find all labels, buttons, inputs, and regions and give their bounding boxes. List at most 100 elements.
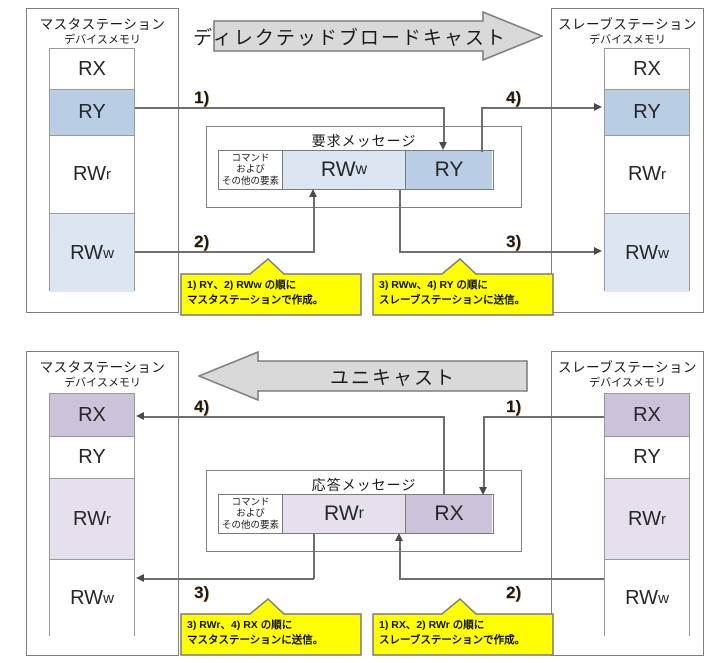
connector-1-vertical <box>443 107 445 143</box>
segment-rx: RX <box>406 495 492 533</box>
segment-line: および <box>236 164 265 176</box>
step-number-1-bottom: 1) <box>506 397 522 416</box>
connector-2-vertical <box>313 196 315 252</box>
block-arrow-left-icon <box>196 350 528 402</box>
memcell-label: RW <box>628 163 661 185</box>
memcell-label: RW <box>70 587 104 609</box>
memcell-label: RY <box>633 101 661 123</box>
memcell-ry: RY <box>605 90 689 136</box>
connector-3-vertical-bottom <box>313 534 315 579</box>
step-number-2-bottom: 2) <box>506 583 522 602</box>
connector-4-horizontal <box>481 107 595 109</box>
segment-ry: RY <box>406 151 492 189</box>
callout-line: 1) RX、2) RWr の順に <box>379 619 485 631</box>
segment-command-and-other: コマンド および その他の要素 <box>219 151 283 189</box>
memcell-rx: RX <box>605 49 689 90</box>
step-number-4-top: 4) <box>506 88 522 107</box>
slave-station-title-bottom: スレーブステーション <box>558 360 697 375</box>
segment-label: RW <box>324 502 359 525</box>
slave-station-subtitle-bottom: デバイスメモリ <box>589 377 666 389</box>
connector-3-vertical <box>399 190 401 252</box>
callout-line: 3) RWr、4) RX の順に <box>187 619 293 631</box>
memcell-sublabel: w <box>103 590 114 607</box>
memcell-sublabel: r <box>660 166 666 183</box>
connector-4-horizontal-bottom <box>143 416 444 418</box>
memcell-label: RX <box>633 403 661 426</box>
callout-line: スレーブステーションに送信。 <box>379 294 526 306</box>
memcell-label: RX <box>633 57 661 80</box>
banner-arrow-unicast: ユニキャスト <box>196 350 528 402</box>
memcell-ry: RY <box>50 437 134 479</box>
connector-2-horizontal <box>135 251 315 253</box>
memcell-sublabel: w <box>658 244 669 262</box>
connector-1-arrowhead-bottom <box>479 487 487 495</box>
segment-line: コマンド <box>231 496 270 508</box>
connector-4-arrowhead <box>594 103 602 111</box>
memcell-label: RY <box>633 446 661 468</box>
memcell-label: RW <box>625 241 659 264</box>
memcell-ry: RY <box>605 437 689 479</box>
segment-label: RX <box>434 502 464 525</box>
callout-create-at-slave-bottom: 1) RX、2) RWr の順に スレーブステーションで作成。 <box>372 598 554 656</box>
callout-shape <box>372 258 554 316</box>
step-number-1-top: 1) <box>194 88 210 107</box>
callout-shape <box>180 598 362 656</box>
connector-1-horizontal-bottom <box>483 416 604 418</box>
connector-1-horizontal <box>135 107 444 109</box>
segment-sublabel: r <box>358 505 364 522</box>
connector-2-horizontal-bottom <box>399 578 604 580</box>
connector-4-vertical-bottom <box>443 416 445 494</box>
connector-1-arrowhead <box>439 142 447 150</box>
memcell-label: RW <box>73 507 106 530</box>
callout-text: 1) RY、2) RWw の順に マスタステーションで作成。 <box>187 278 359 308</box>
callout-text: 1) RX、2) RWr の順に スレーブステーションで作成。 <box>379 618 551 648</box>
callout-text: 3) RWw、4) RY の順に スレーブステーションに送信。 <box>379 278 551 308</box>
connector-3-arrowhead <box>594 247 602 255</box>
memcell-rx: RX <box>50 394 134 437</box>
master-station-title-top: マスタステーション <box>39 17 166 32</box>
connector-3-horizontal-bottom <box>143 578 314 580</box>
memcell-sublabel: r <box>105 166 111 183</box>
connector-1-vertical-bottom <box>483 416 485 488</box>
memcell-label: RY <box>78 446 106 468</box>
callout-line: マスタステーションに送信。 <box>187 634 324 646</box>
step-number-2-top: 2) <box>194 232 210 251</box>
callout-shape <box>372 598 554 656</box>
response-message-title: 応答メッセージ <box>311 477 417 493</box>
connector-3-horizontal <box>399 251 595 253</box>
memcell-sublabel: r <box>105 510 111 528</box>
request-message-title: 要求メッセージ <box>311 133 417 149</box>
memcell-label: RW <box>628 507 661 530</box>
callout-shape <box>180 258 362 316</box>
master-station-subtitle-top: デバイスメモリ <box>64 34 141 46</box>
segment-label: RW <box>320 158 356 181</box>
connector-3-arrowhead-bottom <box>136 574 144 582</box>
banner-arrow-directed-broadcast: ディレクテッドブロードキャスト <box>193 10 545 62</box>
callout-line: マスタステーションで作成。 <box>187 294 324 306</box>
memcell-label: RW <box>625 587 659 609</box>
memcell-label: RX <box>78 403 106 426</box>
memcell-rx: RX <box>50 49 134 90</box>
segment-line: その他の要素 <box>221 175 279 187</box>
callout-line: 3) RWw、4) RY の順に <box>379 279 488 291</box>
segment-line: その他の要素 <box>221 519 279 531</box>
memcell-label: RX <box>78 57 106 80</box>
callout-create-at-master-top: 1) RY、2) RWw の順に マスタステーションで作成。 <box>180 258 362 316</box>
master-station-title-bottom: マスタステーション <box>39 360 166 375</box>
memcell-label: RW <box>70 241 104 264</box>
step-number-3-top: 3) <box>506 232 522 251</box>
